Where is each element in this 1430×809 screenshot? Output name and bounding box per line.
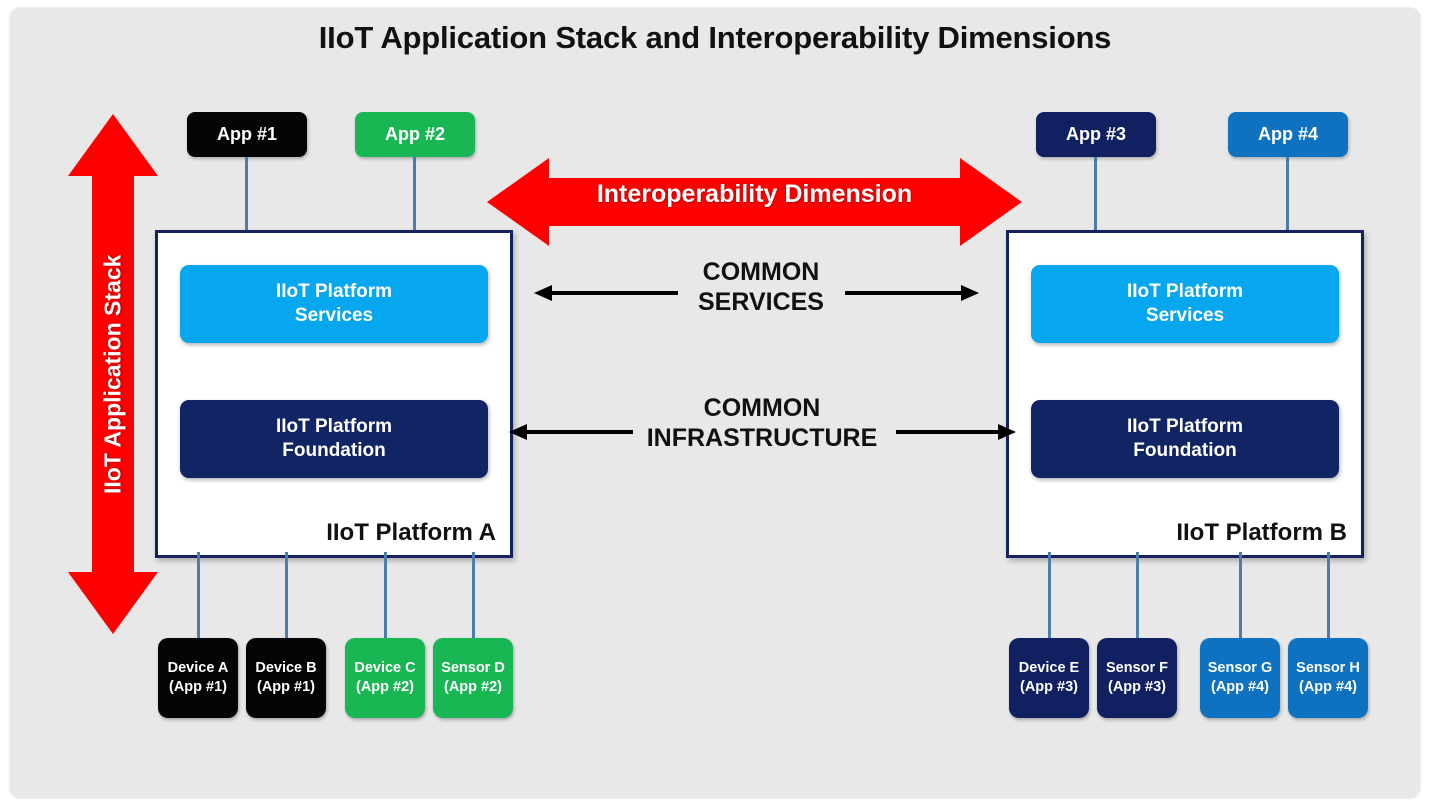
layer-line2: Foundation xyxy=(1133,440,1237,461)
vertical-dimension-label: IIoT Application Stack xyxy=(99,254,126,494)
layer-line1: IIoT Platform xyxy=(275,415,393,437)
interoperability-dimension-arrow: Interoperability Dimension xyxy=(487,158,1022,246)
connector-sensor-g xyxy=(1239,552,1242,638)
vertical-dimension-arrow: IIoT Application Stack xyxy=(68,114,158,634)
device-label: Device E xyxy=(1018,660,1080,677)
layer-line1: IIoT Platform xyxy=(1126,415,1244,437)
app-box-label: App #4 xyxy=(1257,124,1318,144)
app-box-label: App #3 xyxy=(1065,124,1126,144)
layer-line2: Services xyxy=(1145,305,1225,326)
device-app: (App #3) xyxy=(1108,679,1166,695)
connector-device-c xyxy=(384,552,387,638)
layer-line1: IIoT Platform xyxy=(275,280,393,302)
app-box-4[interactable]: App #4 xyxy=(1228,112,1348,157)
device-app: (App #4) xyxy=(1299,679,1357,695)
interoperability-dimension-label: Interoperability Dimension xyxy=(596,180,913,208)
device-box-e[interactable]: Device E (App #3) xyxy=(1009,638,1089,718)
device-label: Device B xyxy=(255,660,317,677)
device-label: Device A xyxy=(167,660,229,677)
device-label: Sensor D xyxy=(441,660,505,677)
device-label: Device C xyxy=(354,660,416,677)
device-app: (App #1) xyxy=(257,679,315,695)
layer-line1: IIoT Platform xyxy=(1126,280,1244,302)
common-infrastructure-arrow-left xyxy=(509,424,633,440)
app-box-label: App #1 xyxy=(216,124,277,144)
device-box-c[interactable]: Device C (App #2) xyxy=(345,638,425,718)
device-label: Sensor F xyxy=(1105,660,1169,677)
device-app: (App #3) xyxy=(1020,679,1078,695)
device-box-b[interactable]: Device B (App #1) xyxy=(246,638,326,718)
device-app: (App #2) xyxy=(356,679,414,695)
device-box-sensor-d[interactable]: Sensor D (App #2) xyxy=(433,638,513,718)
double-arrow-vertical-icon xyxy=(68,114,158,634)
layer-line2: Foundation xyxy=(282,440,386,461)
device-app: (App #2) xyxy=(444,679,502,695)
device-box-a[interactable]: Device A (App #1) xyxy=(158,638,238,718)
connector-app2 xyxy=(413,157,416,231)
common-services-label: COMMON SERVICES xyxy=(632,258,890,317)
connector-device-b xyxy=(285,552,288,638)
connector-sensor-f xyxy=(1136,552,1139,638)
device-app: (App #4) xyxy=(1211,679,1269,695)
layer-line2: Services xyxy=(294,305,374,326)
double-arrow-horizontal-icon xyxy=(487,158,1022,246)
app-box-label: App #2 xyxy=(384,124,445,144)
device-app: (App #1) xyxy=(169,679,227,695)
connector-device-a xyxy=(197,552,200,638)
device-box-sensor-g[interactable]: Sensor G (App #4) xyxy=(1200,638,1280,718)
center-label-line1: COMMON xyxy=(703,394,821,422)
connector-app3 xyxy=(1094,157,1097,231)
connector-app1 xyxy=(245,157,248,231)
connector-sensor-h xyxy=(1327,552,1330,638)
common-services-arrow-right xyxy=(845,285,979,301)
common-infrastructure-label: COMMON INFRASTRUCTURE xyxy=(612,394,912,453)
connector-app4 xyxy=(1286,157,1289,231)
page-title: IIoT Application Stack and Interoperabil… xyxy=(318,20,1112,55)
device-box-sensor-f[interactable]: Sensor F (App #3) xyxy=(1097,638,1177,718)
device-box-sensor-h[interactable]: Sensor H (App #4) xyxy=(1288,638,1368,718)
device-label: Sensor H xyxy=(1296,660,1360,677)
platform-a-label: IIoT Platform A xyxy=(326,519,496,546)
connector-sensor-d xyxy=(472,552,475,638)
common-infrastructure-arrow-right xyxy=(896,424,1016,440)
app-box-1[interactable]: App #1 xyxy=(187,112,307,157)
common-services-arrow-left xyxy=(534,285,678,301)
center-label-line2: SERVICES xyxy=(698,287,824,316)
device-label: Sensor G xyxy=(1207,660,1273,677)
app-box-3[interactable]: App #3 xyxy=(1036,112,1156,157)
connector-device-e xyxy=(1048,552,1051,638)
platform-b-label: IIoT Platform B xyxy=(1176,519,1347,546)
app-box-2[interactable]: App #2 xyxy=(355,112,475,157)
center-label-line2: INFRASTRUCTURE xyxy=(646,423,878,452)
center-label-line1: COMMON xyxy=(702,258,820,286)
